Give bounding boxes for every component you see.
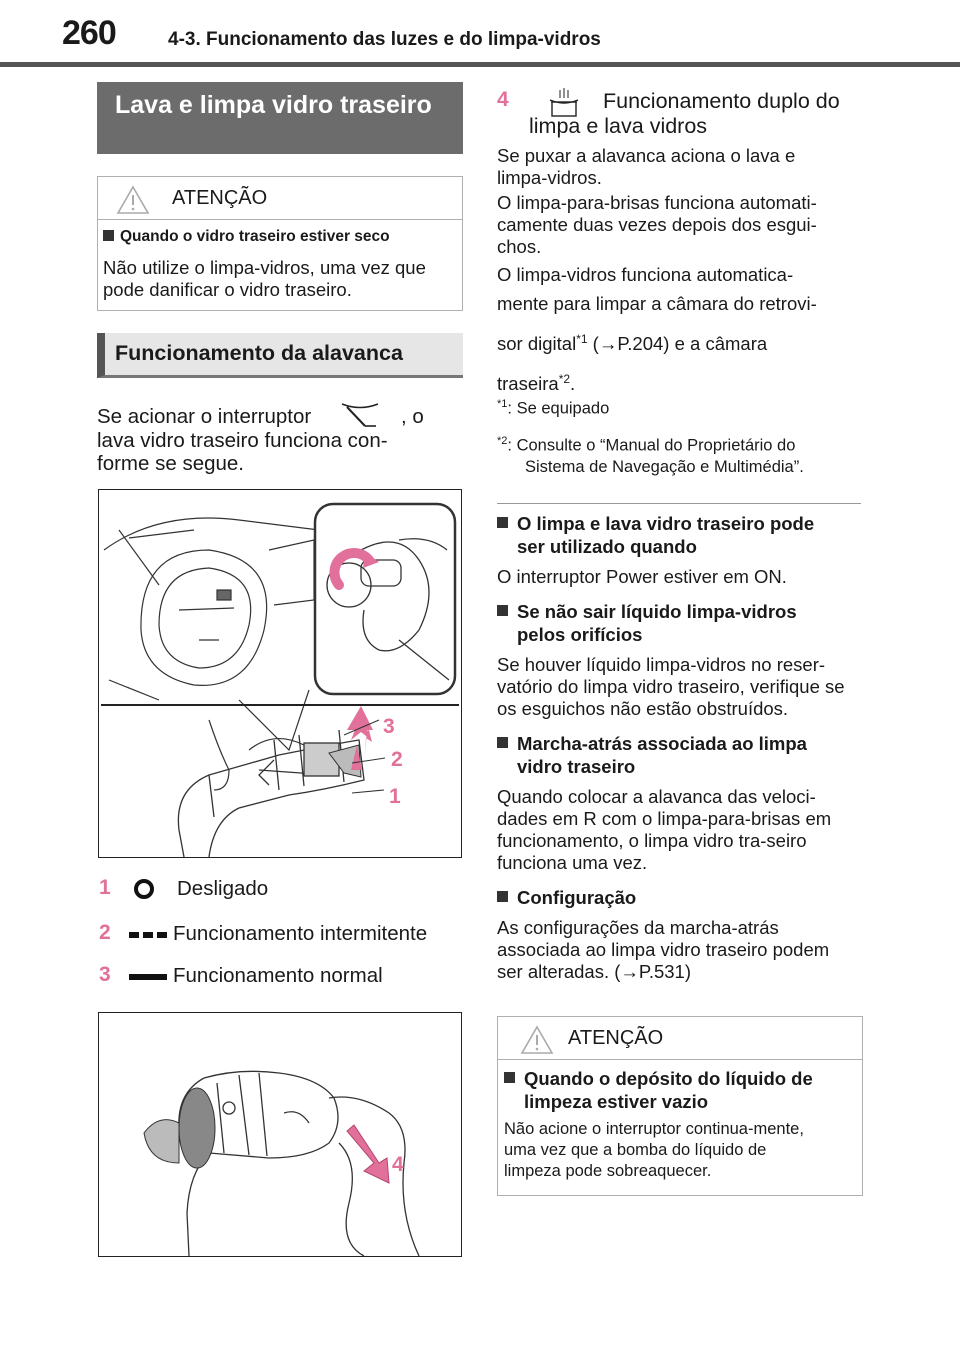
chapter-title: 4-3. Funcionamento das luzes e do limpa-… [168,29,601,50]
header-rule [0,62,960,67]
dashboard-illustration [101,502,459,858]
caution-heading: Quando o depósito do líquido de limpeza … [524,1068,813,1112]
item-4-line2: limpa e lava vidros [529,114,708,138]
caution-box-2: ATENÇÃO Quando o depósito do líquido de … [497,1016,863,1196]
caution-heading-wrap: Quando o depósito do líquido de limpeza … [504,1067,849,1113]
intermittent-dashes-icon [129,932,167,938]
p3-line: sor digital*1 (→P.204) e a câmara [497,332,768,355]
square-bullet-icon [497,891,508,902]
note-text: As configurações da marcha-atrás associa… [497,917,830,982]
mode-item-2: 2 Funcionamento intermitente [99,921,469,945]
paragraph-1: Se puxar a alavanca aciona o lava e limp… [497,145,796,188]
notes-list: O limpa e lava vidro traseiro pode ser u… [497,512,859,983]
warning-triangle-icon [116,185,150,214]
note-text: Quando colocar a alavanca das veloci-dad… [497,786,832,873]
note-item: Se não sair líquido limpa-vidros pelos o… [497,600,859,720]
mode-label: Funcionamento intermitente [173,922,428,945]
normal-bar-icon [129,974,167,980]
figure-label-1: 1 [389,785,401,808]
note-item: Configuração As configurações da marcha-… [497,886,859,983]
p3-line: mente para limpar a câmara do retrovi- [497,293,817,314]
square-bullet-icon [103,230,114,241]
square-bullet-icon [497,737,508,748]
square-bullet-icon [497,517,508,528]
mode-item-3: 3 Funcionamento normal [99,963,469,987]
page-number: 260 [62,14,117,52]
item-4-line1: Funcionamento duplo do [603,89,840,113]
figure-label-2: 2 [391,748,403,771]
washer-wiper-icon [549,88,579,117]
rear-wiper-switch-icon [341,403,379,427]
note-heading: Marcha-atrás associada ao limpa vidro tr… [517,733,807,777]
section-divider [497,503,861,504]
off-ring-icon [134,879,154,899]
dashboard-figure: 3 2 1 [98,489,462,858]
note-text: Se houver líquido limpa-vidros no reser-… [497,654,845,719]
p3-line: O limpa-vidros funciona automatica- [497,264,794,285]
caution-box-1: ATENÇÃO Quando o vidro traseiro estiver … [97,176,463,311]
note-heading: Se não sair líquido limpa-vidros pelos o… [517,601,797,645]
caution-title: ATENÇÃO [568,1027,664,1049]
note-item: O limpa e lava vidro traseiro pode ser u… [497,512,859,588]
mode-label: Desligado [177,877,269,900]
note-text: O interruptor Power estiver em ON. [497,566,787,587]
figure-label-3: 3 [383,715,395,738]
note-heading: O limpa e lava vidro traseiro pode ser u… [517,513,815,557]
subsection-title: Funcionamento da alavanca [97,333,463,378]
paragraph-2: O limpa-para-brisas funciona automati-ca… [497,192,817,257]
lever-figure: 4 [98,1012,462,1257]
caution-heading: Quando o vidro traseiro estiver seco [103,228,390,246]
section-title: Lava e limpa vidro traseiro [97,82,463,154]
mode-label: Funcionamento normal [173,964,383,987]
lever-illustration [143,1070,420,1257]
caution-header: ATENÇÃO [98,177,462,220]
mode-number: 2 [99,921,111,944]
item-4: 4 Funcionamento duplo do limpa e lava vi… [497,88,877,138]
figure-label-4: 4 [392,1153,404,1176]
p3-line: traseira*2. [497,372,576,395]
footnote-2: *2: Consulte o “Manual do Proprietário d… [497,435,804,476]
caution-title: ATENÇÃO [172,187,268,209]
mode-number: 3 [99,963,111,986]
paragraph-3: O limpa-vidros funciona automatica- ment… [497,264,857,395]
footnote-1: *1: Se equipado [497,398,610,418]
note-heading: Configuração [517,887,637,908]
square-bullet-icon [497,605,508,616]
intro-paragraph: Se acionar o interruptor , o lava vidro … [97,401,467,475]
caution-header: ATENÇÃO [498,1017,862,1060]
mode-number: 1 [99,876,111,899]
mode-item-1: 1 Desligado [99,876,469,900]
note-item: Marcha-atrás associada ao limpa vidro tr… [497,732,859,874]
square-bullet-icon [504,1072,515,1083]
caution-text: Não acione o interruptor continua-mente,… [504,1120,804,1180]
item-4-number: 4 [497,88,509,111]
caution-text: Não utilize o limpa-vidros, uma vez que … [103,257,426,300]
warning-triangle-icon [520,1025,554,1054]
